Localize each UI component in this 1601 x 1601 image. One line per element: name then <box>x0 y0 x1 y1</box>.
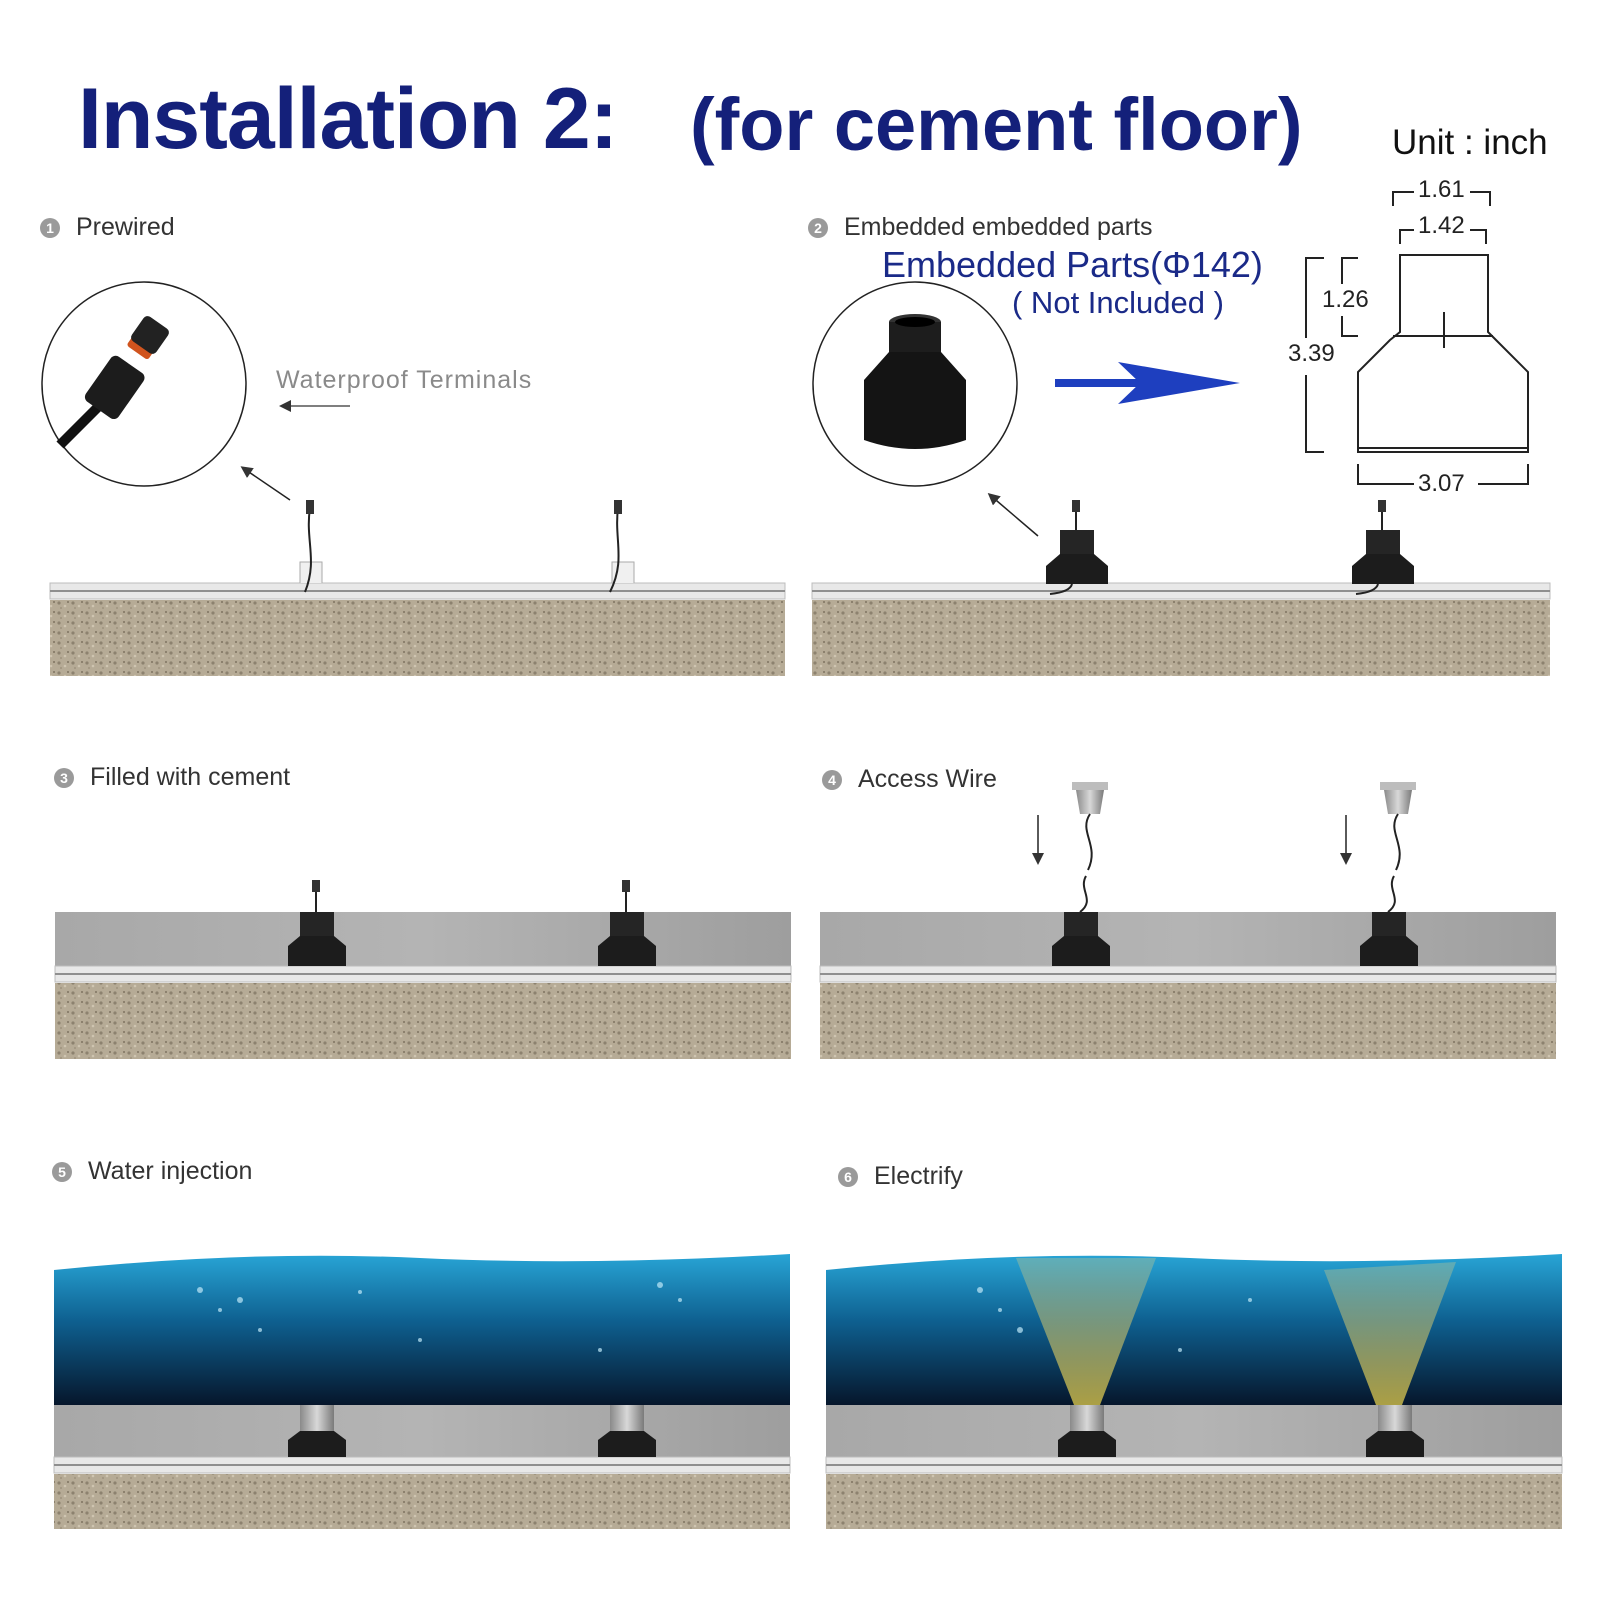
step-5: 5 Water injection <box>52 1157 252 1186</box>
arrow-right-icon <box>1118 362 1240 404</box>
terminal-zoom-circle <box>41 281 247 487</box>
step-label: Embedded embedded parts <box>844 213 1153 241</box>
step-3: 3 Filled with cement <box>54 763 290 792</box>
step6-illustration <box>825 1254 1563 1529</box>
page-subtitle: (for cement floor) <box>690 83 1303 166</box>
step-number-badge: 4 <box>822 769 842 790</box>
dim-top-inner: 1.42 <box>1418 212 1465 239</box>
dim-base-width: 3.07 <box>1418 470 1465 497</box>
light-beam <box>1016 1258 1156 1405</box>
waterproof-terminals-callout: Waterproof Terminals <box>276 366 533 394</box>
step3-illustration <box>54 880 792 1059</box>
step-label: Access Wire <box>858 765 997 793</box>
embedded-parts-note: ( Not Included ) <box>1012 285 1224 320</box>
embedded-part <box>1352 530 1414 584</box>
light-beam <box>1324 1262 1456 1405</box>
step-label: Electrify <box>874 1162 963 1190</box>
step-number-badge: 2 <box>808 217 828 238</box>
dim-total-height: 3.39 <box>1288 340 1335 367</box>
unit-label: Unit : inch <box>1392 123 1548 162</box>
step-label: Filled with cement <box>90 763 291 791</box>
step-4: 4 Access Wire <box>822 765 997 794</box>
step1-illustration <box>41 281 786 676</box>
water-body <box>826 1254 1562 1405</box>
dimension-drawing <box>1305 191 1529 485</box>
dim-top-outer: 1.61 <box>1418 176 1465 203</box>
step-number-badge: 6 <box>838 1166 858 1187</box>
step-1: 1 Prewired <box>40 213 175 242</box>
step-label: Water injection <box>88 1157 253 1185</box>
dim-neck-height: 1.26 <box>1322 286 1369 313</box>
step2-illustration <box>811 191 1551 676</box>
waterproof-terminal-icon <box>56 316 169 449</box>
water-body <box>54 1254 790 1405</box>
embedded-part-icon <box>864 314 966 449</box>
step4-illustration <box>819 782 1557 1059</box>
step-number-badge: 5 <box>52 1161 72 1182</box>
step-label: Prewired <box>76 213 175 241</box>
step-2: 2 Embedded embedded parts <box>808 213 1153 242</box>
page-title: Installation 2: <box>78 71 618 167</box>
embedded-part <box>1046 530 1108 584</box>
step-6: 6 Electrify <box>838 1162 963 1191</box>
step5-illustration <box>53 1254 791 1529</box>
embedded-parts-title: Embedded Parts(Φ142) <box>882 244 1263 285</box>
lamp-fixture <box>1072 782 1108 913</box>
step-number-badge: 3 <box>54 767 74 788</box>
step-number-badge: 1 <box>40 217 60 238</box>
lamp-fixture <box>1380 782 1416 913</box>
